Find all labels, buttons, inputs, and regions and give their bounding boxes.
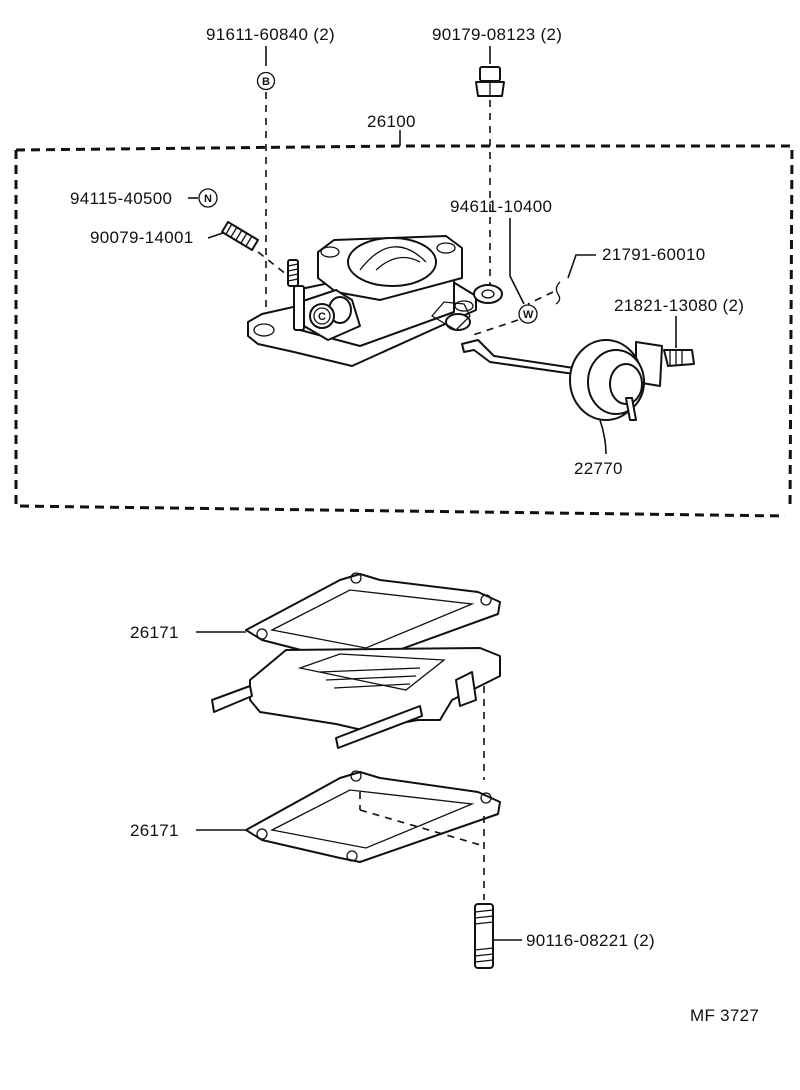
svg-text:N: N — [204, 193, 212, 205]
part-label-21791-60010: 21791-60010 — [602, 245, 706, 264]
bolt-21821 — [663, 349, 695, 367]
part-label-26171-upper: 26171 — [130, 623, 179, 642]
part-label-21821-13080: 21821-13080 (2) — [614, 296, 744, 315]
nut-90179 — [475, 66, 505, 97]
part-label-26100: 26100 — [367, 112, 416, 131]
svg-text:B: B — [262, 76, 270, 88]
part-label-90079-14001: 90079-14001 — [90, 228, 194, 247]
assembly-frame — [14, 130, 794, 518]
svg-text:W: W — [523, 309, 534, 321]
throttle-body — [247, 235, 503, 367]
mark-w-icon: W — [518, 304, 538, 324]
figure-code: MF 3727 — [690, 1006, 759, 1025]
stud-90079 — [221, 221, 259, 251]
part-label-26171-lower: 26171 — [130, 821, 179, 840]
part-label-90179-08123: 90179-08123 (2) — [432, 25, 562, 44]
part-label-94115-40500: 94115-40500 — [70, 189, 172, 208]
part-label-94611-10400: 94611-10400 — [450, 197, 552, 216]
part-label-90116-08221: 90116-08221 (2) — [526, 931, 655, 950]
svg-text:C: C — [318, 311, 326, 323]
part-label-22770: 22770 — [574, 459, 623, 478]
spacer-block — [211, 647, 501, 749]
mark-n-icon: N — [198, 188, 218, 208]
part-label-91611-60840: 91611-60840 (2) — [206, 25, 335, 44]
diaphragm-22770 — [461, 339, 663, 421]
mark-b-icon: B — [256, 71, 276, 91]
gasket-lower — [245, 770, 501, 863]
clip-21791 — [555, 281, 561, 305]
stud-90116 — [474, 903, 494, 969]
mark-c-icon: C — [313, 307, 331, 325]
